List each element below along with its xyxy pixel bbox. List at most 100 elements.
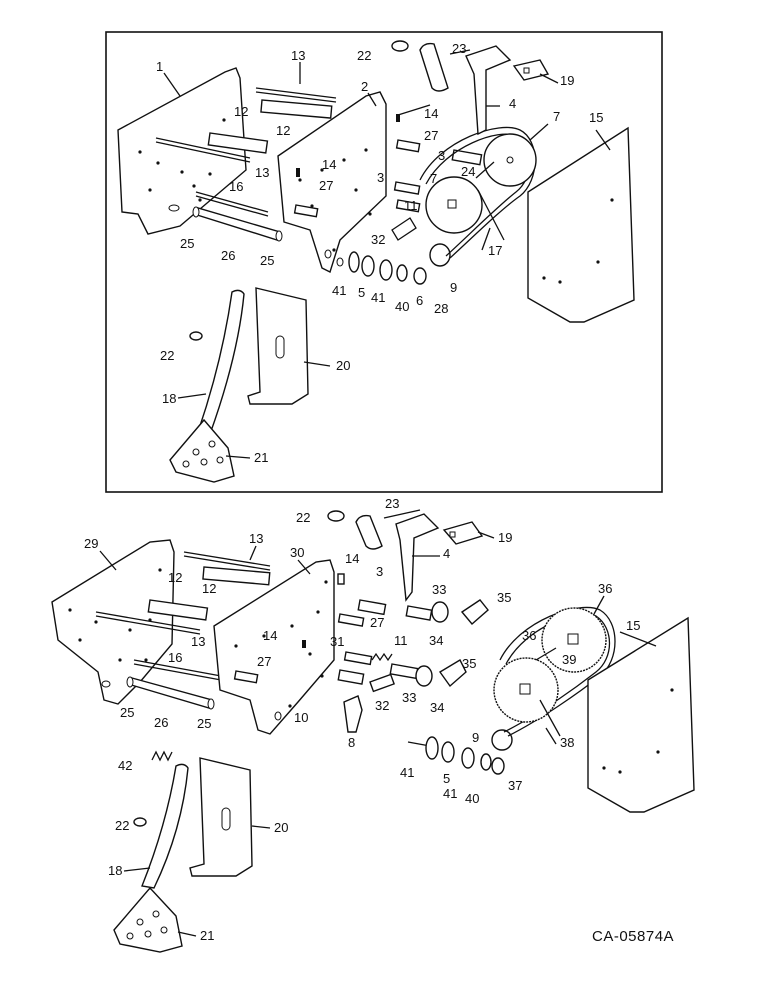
label-top-41a: 41 xyxy=(332,283,346,298)
label-bottom-37: 37 xyxy=(508,778,522,793)
label-bottom-41a: 41 xyxy=(400,765,414,780)
spring-11 xyxy=(371,652,393,662)
side-plate-2 xyxy=(277,91,387,273)
label-bottom-12a: 12 xyxy=(202,581,216,596)
upper-leaders xyxy=(163,49,611,459)
label-bottom-14b: 14 xyxy=(263,628,277,643)
label-top-26: 26 xyxy=(221,248,235,263)
label-bottom-32: 32 xyxy=(375,698,389,713)
label-bottom-38: 38 xyxy=(560,735,574,750)
tube-23-upper xyxy=(419,42,449,92)
label-top-13a: 13 xyxy=(291,48,305,63)
label-top-17: 17 xyxy=(488,243,502,258)
label-bottom-10: 10 xyxy=(294,710,308,725)
label-top-3a: 3 xyxy=(377,170,384,185)
hose-18-upper xyxy=(197,289,245,435)
label-bottom-3: 3 xyxy=(376,564,383,579)
label-top-2: 2 xyxy=(361,79,368,94)
label-top-5: 5 xyxy=(358,285,365,300)
label-bottom-42: 42 xyxy=(118,758,132,773)
label-top-15: 15 xyxy=(589,110,603,125)
label-bottom-29: 29 xyxy=(84,536,98,551)
label-bottom-22a: 22 xyxy=(296,510,310,525)
label-bottom-35b: 35 xyxy=(462,656,476,671)
label-bottom-33a: 33 xyxy=(432,582,446,597)
upper-labels: 1 2 3 3 4 5 6 7 7 9 11 12 12 13 13 14 14… xyxy=(156,41,603,465)
label-bottom-13a: 13 xyxy=(249,531,263,546)
label-bottom-25b: 25 xyxy=(197,716,211,731)
reference-code: CA-05874A xyxy=(592,928,674,945)
label-top-24: 24 xyxy=(461,164,475,179)
label-bottom-22b: 22 xyxy=(115,818,129,833)
label-top-22a: 22 xyxy=(357,48,371,63)
label-bottom-39: 39 xyxy=(562,652,576,667)
side-plate-30 xyxy=(213,559,335,735)
shield-15-upper xyxy=(527,126,635,323)
label-top-14b: 14 xyxy=(322,157,336,172)
label-bottom-31: 31 xyxy=(330,634,344,649)
bracket-19-lower xyxy=(442,521,484,545)
label-bottom-40: 40 xyxy=(465,791,479,806)
upper-assembly xyxy=(117,40,635,483)
label-top-16: 16 xyxy=(229,179,243,194)
label-top-11: 11 xyxy=(404,198,418,213)
label-bottom-4: 4 xyxy=(443,546,450,561)
label-top-40: 40 xyxy=(395,299,409,314)
label-bottom-9: 9 xyxy=(472,730,479,745)
spacer-tube-26 xyxy=(192,207,281,241)
bracket-4-lower xyxy=(395,513,440,602)
label-top-27b: 27 xyxy=(319,178,333,193)
bracket-4-upper xyxy=(465,45,512,136)
label-bottom-16: 16 xyxy=(168,650,182,665)
label-top-32: 32 xyxy=(371,232,385,247)
label-bottom-34b: 34 xyxy=(430,700,444,715)
label-top-3b: 3 xyxy=(438,148,445,163)
label-top-21: 21 xyxy=(254,450,268,465)
label-bottom-13b: 13 xyxy=(191,634,205,649)
hose-18-lower xyxy=(141,763,189,889)
label-bottom-12b: 12 xyxy=(168,570,182,585)
label-top-27a: 27 xyxy=(424,128,438,143)
side-plate-1 xyxy=(117,67,247,235)
label-top-25b: 25 xyxy=(260,253,274,268)
hopper-base-21-lower xyxy=(113,886,183,953)
label-bottom-8: 8 xyxy=(348,735,355,750)
label-bottom-5: 5 xyxy=(443,771,450,786)
label-bottom-34a: 34 xyxy=(429,633,443,648)
upper-assembly-frame xyxy=(105,31,663,493)
bracket-19-upper xyxy=(512,59,550,81)
label-top-25a: 25 xyxy=(180,236,194,251)
label-bottom-11: 11 xyxy=(394,633,408,648)
spacer-tube-26-lower xyxy=(126,677,213,709)
shaft-12-lower xyxy=(202,566,271,586)
label-top-13b: 13 xyxy=(255,165,269,180)
label-bottom-21: 21 xyxy=(200,928,214,943)
label-bottom-15: 15 xyxy=(626,618,640,633)
label-bottom-27a: 27 xyxy=(370,615,384,630)
label-bottom-23: 23 xyxy=(385,496,399,511)
label-bottom-35a: 35 xyxy=(497,590,511,605)
label-bottom-33b: 33 xyxy=(402,690,416,705)
label-top-20: 20 xyxy=(336,358,350,373)
label-bottom-20: 20 xyxy=(274,820,288,835)
shaft-13-upper xyxy=(255,87,337,99)
label-bottom-27b: 27 xyxy=(257,654,271,669)
drive-chain-lower xyxy=(499,606,616,737)
washer-41-upper xyxy=(348,251,360,273)
lower-labels: 3 4 5 8 9 10 11 12 12 13 13 14 14 15 16 … xyxy=(84,496,640,943)
label-top-12a: 12 xyxy=(276,123,290,138)
shield-20-lower xyxy=(189,757,253,877)
label-top-19: 19 xyxy=(560,73,574,88)
label-bottom-36a: 36 xyxy=(598,581,612,596)
tube-23-lower xyxy=(355,514,383,550)
label-top-7b: 7 xyxy=(430,171,437,186)
label-top-18: 18 xyxy=(162,391,176,406)
shield-15-lower xyxy=(587,616,695,813)
label-top-9: 9 xyxy=(450,280,457,295)
label-top-7a: 7 xyxy=(553,109,560,124)
arm-8 xyxy=(343,695,363,733)
shaft-12-upper xyxy=(260,99,333,119)
label-bottom-30: 30 xyxy=(290,545,304,560)
label-bottom-36b: 36 xyxy=(522,628,536,643)
